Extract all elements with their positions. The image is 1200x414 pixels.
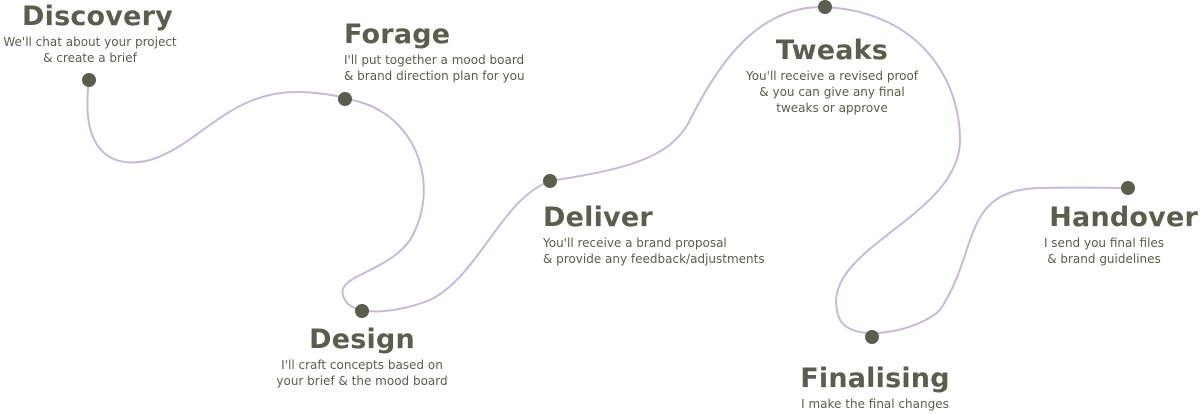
step-finalising: Finalising I make the final changes — [770, 364, 980, 412]
step-title-tweaks: Tweaks — [775, 35, 889, 66]
step-handover: Handover I send you final files & brand … — [1010, 203, 1198, 267]
step-tweaks: Tweaks You'll receive a revised proof & … — [722, 36, 942, 116]
step-title-forage: Forage — [344, 19, 451, 50]
step-discovery: Discovery — [22, 2, 173, 32]
step-title-finalising: Finalising — [800, 363, 950, 394]
step-dot-handover — [1121, 181, 1135, 195]
step-dot-tweaks — [818, 0, 832, 14]
step-dot-forage — [338, 92, 352, 106]
step-description-handover: I send you final files & brand guideline… — [1043, 236, 1165, 266]
step-design: Design I'll craft concepts based on your… — [262, 325, 462, 389]
journey-path-line — [86, 5, 1129, 334]
step-title-design: Design — [309, 324, 415, 355]
step-title-deliver: Deliver — [543, 202, 653, 233]
step-description-tweaks: You'll receive a revised proof & you can… — [745, 69, 919, 115]
step-dot-finalising — [865, 330, 879, 344]
step-description-finalising: I make the final changes — [801, 397, 949, 411]
step-description-design: I'll craft concepts based on your brief … — [276, 358, 448, 388]
step-dot-design — [355, 304, 369, 318]
step-forage: Forage I'll put together a mood board & … — [344, 20, 525, 84]
step-title-discovery: Discovery — [22, 1, 173, 32]
step-title-handover: Handover — [1049, 202, 1198, 233]
step-description-forage: I'll put together a mood board & brand d… — [344, 53, 525, 83]
step-deliver: Deliver You'll receive a brand proposal … — [543, 203, 765, 267]
step-dot-deliver — [543, 174, 557, 188]
step-desc-wrap-discovery: We'll chat about your project & create a… — [0, 34, 180, 66]
step-dot-discovery — [82, 73, 96, 87]
step-description-deliver: You'll receive a brand proposal & provid… — [543, 236, 765, 266]
step-description-discovery: We'll chat about your project & create a… — [3, 35, 177, 65]
